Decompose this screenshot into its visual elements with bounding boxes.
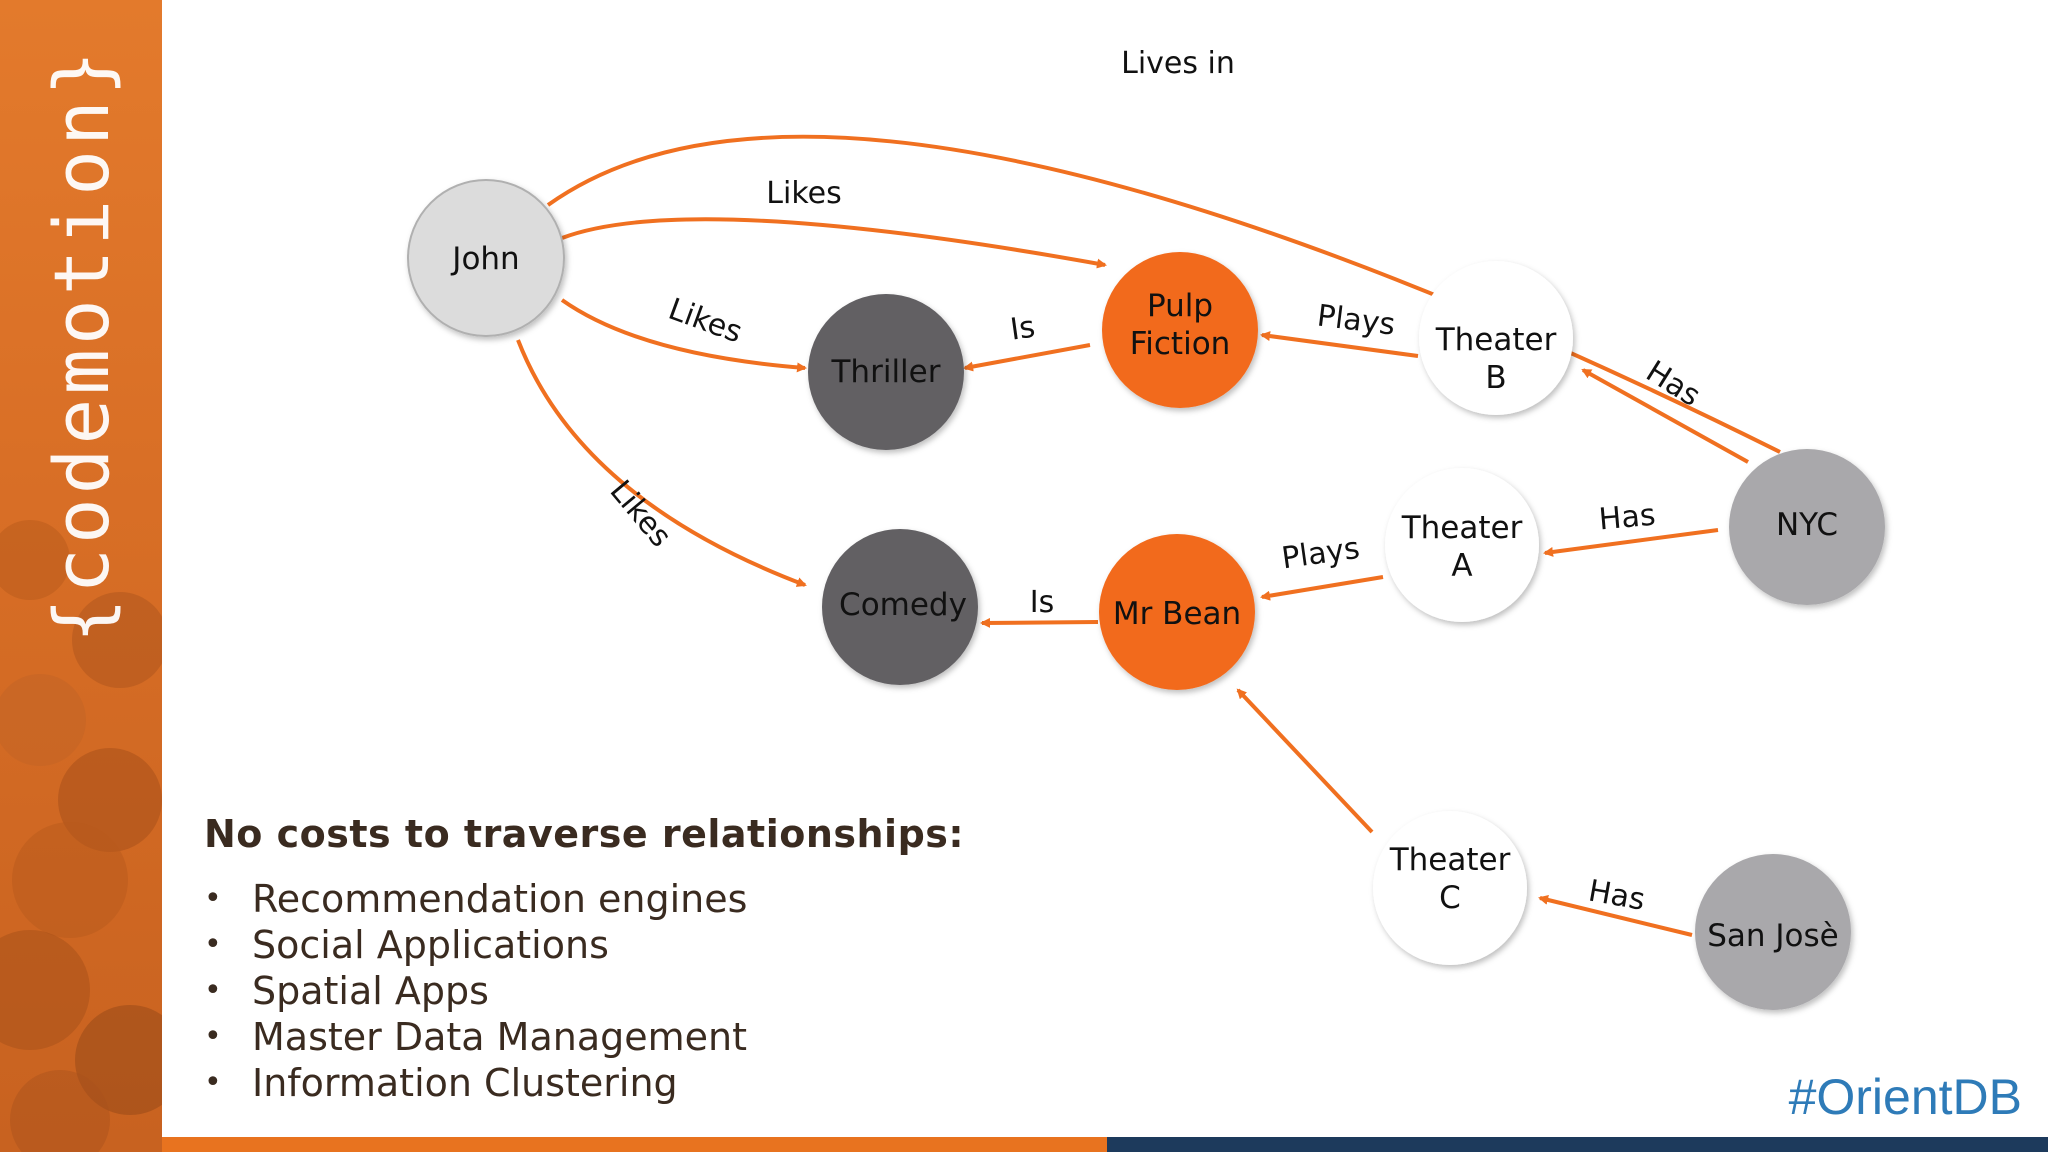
svg-text:B: B <box>1485 360 1506 396</box>
node-san-jose: San Josè <box>1695 854 1851 1010</box>
label-bean-is: Is <box>1030 585 1054 620</box>
svg-text:John: John <box>450 241 519 277</box>
svg-text:Pulp: Pulp <box>1147 288 1213 324</box>
label-lives-in: Lives in <box>1121 46 1235 81</box>
edge-plays-b <box>1260 331 1419 358</box>
svg-text:Theater: Theater <box>1389 842 1511 878</box>
list-item: Information Clustering <box>204 1060 1024 1106</box>
node-john: John <box>407 179 565 337</box>
caption-list: Recommendation engines Social Applicatio… <box>204 876 1024 1106</box>
svg-text:Thriller: Thriller <box>831 354 941 390</box>
list-item: Master Data Management <box>204 1014 1024 1060</box>
edge-likes-comedy <box>516 339 807 587</box>
edge-has-a <box>1543 528 1719 557</box>
caption-block: No costs to traverse relationships: Reco… <box>204 812 1024 1106</box>
orientdb-hashtag: #OrientDB <box>1788 1069 2022 1125</box>
caption-heading: No costs to traverse relationships: <box>204 812 965 856</box>
edge-likes-pulp <box>561 217 1107 269</box>
edge-bean-is-comedy <box>980 617 1099 628</box>
svg-text:San Josè: San Josè <box>1707 918 1839 954</box>
edge-plays-a <box>1260 575 1384 601</box>
edge-has-b <box>1581 368 1749 464</box>
svg-text:C: C <box>1439 880 1461 916</box>
edge-theater-c-mr-bean <box>1236 688 1374 834</box>
svg-text:Theater: Theater <box>1401 510 1523 546</box>
footer-bar-orange <box>162 1137 1107 1152</box>
label-plays-b: Plays <box>1315 298 1397 342</box>
svg-text:NYC: NYC <box>1776 507 1838 543</box>
edge-pulp-is-thriller <box>963 343 1091 372</box>
svg-text:Theater: Theater <box>1435 322 1557 358</box>
label-plays-a: Plays <box>1280 531 1362 577</box>
label-has-a: Has <box>1597 498 1656 538</box>
label-likes-pulp: Likes <box>766 176 841 211</box>
list-item: Recommendation engines <box>204 876 1024 922</box>
edge-likes-thriller <box>560 298 807 373</box>
node-theater-c: Theater C <box>1373 811 1527 965</box>
node-thriller: Thriller <box>808 294 964 450</box>
svg-text:Fiction: Fiction <box>1130 326 1231 362</box>
edge-has-c <box>1538 895 1693 937</box>
footer-bar-navy <box>1107 1137 2048 1152</box>
svg-text:A: A <box>1451 548 1472 584</box>
node-nyc: NYC <box>1729 449 1885 605</box>
node-mr-bean: Mr Bean <box>1099 534 1255 690</box>
label-pulp-is: Is <box>1008 310 1037 348</box>
node-pulp-fiction: Pulp Fiction <box>1102 252 1258 408</box>
list-item: Social Applications <box>204 922 1024 968</box>
crowd-photo <box>0 520 162 1152</box>
label-has-b: Has <box>1640 354 1707 414</box>
svg-text:Mr Bean: Mr Bean <box>1113 596 1241 632</box>
node-theater-b: Theater B <box>1419 261 1573 415</box>
list-item: Spatial Apps <box>204 968 1024 1014</box>
svg-text:Comedy: Comedy <box>839 587 967 623</box>
node-comedy: Comedy <box>822 529 978 685</box>
sidebar-banner: {codemotion} <box>0 0 162 1152</box>
node-theater-a: Theater A <box>1385 468 1539 622</box>
label-likes-thriller: Likes <box>664 292 747 351</box>
